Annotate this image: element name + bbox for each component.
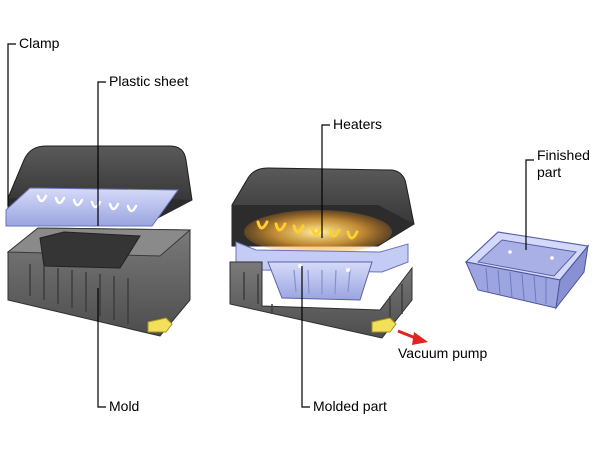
label-finished-part-1: Finished <box>537 147 590 163</box>
leader-mold <box>97 288 106 408</box>
plastic-sheet <box>5 187 179 227</box>
leader-clamp <box>7 43 16 206</box>
mold-block-2 <box>229 261 413 339</box>
stage-1-open-mold <box>5 145 193 337</box>
label-finished-part-2: part <box>537 164 562 180</box>
vacuum-arrow <box>397 329 428 345</box>
molded-part <box>235 241 409 301</box>
finished-part-tray <box>464 231 590 310</box>
label-clamp: Clamp <box>19 35 60 51</box>
label-mold: Mold <box>109 398 140 414</box>
label-heaters: Heaters <box>333 116 383 132</box>
mold-block <box>6 227 192 337</box>
label-plastic-sheet: Plastic sheet <box>109 73 189 89</box>
leader-plastic-sheet <box>97 81 106 226</box>
vacuum-fitting <box>147 317 173 333</box>
leader-heaters <box>321 124 330 238</box>
stage-2-forming <box>229 167 428 345</box>
heater-coils <box>36 194 138 213</box>
leader-lines <box>7 43 534 408</box>
leader-finished-part <box>525 159 534 250</box>
heaters-glowing <box>256 220 359 240</box>
vacuum-fitting-2 <box>371 317 397 333</box>
leader-molded-part <box>301 266 310 408</box>
label-vacuum-pump: Vacuum pump <box>398 345 488 361</box>
label-molded-part: Molded part <box>313 398 387 414</box>
mold-ribs <box>29 264 129 324</box>
